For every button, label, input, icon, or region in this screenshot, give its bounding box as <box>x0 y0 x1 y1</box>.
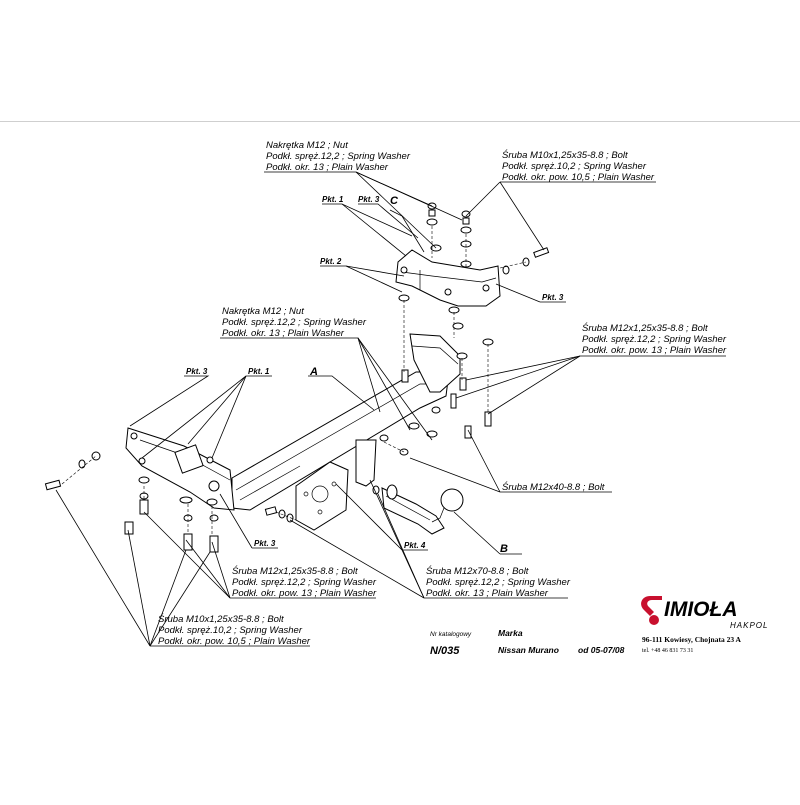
bolt-left-bottom-line2: Podkł. spręż.10,2 ; Spring Washer <box>158 625 303 636</box>
brand-phone: tel. +48 46 831 73 31 <box>642 648 693 654</box>
catalog-number: N/035 <box>430 645 460 657</box>
bolt-70-line3: Podkł. okr. 13 ; Plain Washer <box>426 588 549 599</box>
pkt3-bottom: Pkt. 3 <box>254 539 276 548</box>
pkt3-top: Pkt. 3 <box>358 195 380 204</box>
right-hanger <box>409 333 461 393</box>
bolt-40-label: Śruba M12x40-8.8 ; Bolt <box>502 481 605 493</box>
top-divider <box>0 121 800 122</box>
pkt4: Pkt. 4 <box>404 541 426 550</box>
brand-name: IMIOŁA <box>664 598 738 621</box>
pkt1-left: Pkt. 1 <box>248 367 270 376</box>
pkt1-top: Pkt. 1 <box>322 195 344 204</box>
catalog-block: Nr katalogowy Marka N/035 Nissan Murano … <box>430 628 625 657</box>
bolt-70-line1: Śruba M12x70-8.8 ; Bolt <box>426 565 529 577</box>
bolt-mid-right-line3: Podkł. okr. pow. 13 ; Plain Washer <box>582 345 727 356</box>
catalog-model: Nissan Murano <box>498 645 559 655</box>
brand-sub: HAKPOL <box>730 621 768 630</box>
bolt-mid-right-line2: Podkł. spręż.12,2 ; Spring Washer <box>582 334 727 345</box>
nut-mid-line3: Podkł. okr. 13 ; Plain Washer <box>222 328 345 339</box>
catalog-nr-label: Nr katalogowy <box>430 631 472 638</box>
nut-top-line1: Nakrętka M12 ; Nut <box>266 140 348 151</box>
bolt-top-right-line1: Śruba M10x1,25x35-8.8 ; Bolt <box>502 149 628 161</box>
nut-mid-line1: Nakrętka M12 ; Nut <box>222 306 304 317</box>
hook-ball-icon <box>649 615 659 625</box>
label-b: B <box>500 543 508 555</box>
bolt-top-right-line2: Podkł. spręż.10,2 ; Spring Washer <box>502 161 647 172</box>
tow-ball <box>440 488 464 512</box>
leader-lines <box>55 171 726 647</box>
nut-top-line2: Podkł. spręż.12,2 ; Spring Washer <box>266 151 411 162</box>
assembly-axes <box>61 226 527 536</box>
bolt-left-mid-line1: Śruba M12x1,25x35-8.8 ; Bolt <box>232 565 358 577</box>
towbar-parts <box>125 249 501 535</box>
point-callouts: Pkt. 1 Pkt. 3 C Pkt. 2 Pkt. 3 Pkt. 3 Pkt… <box>186 195 564 555</box>
center-hanger <box>355 439 377 487</box>
brand-address: 96-111 Kowiesy, Chojnata 23 A <box>642 635 742 644</box>
nut-top-line3: Podkł. okr. 13 ; Plain Washer <box>266 162 389 173</box>
brand-logo: IMIOŁA HAKPOL 96-111 Kowiesy, Chojnata 2… <box>641 596 768 654</box>
bolt-left-bottom-line3: Podkł. okr. pow. 10,5 ; Plain Washer <box>158 636 311 647</box>
pkt2: Pkt. 2 <box>320 257 342 266</box>
bolt-top-right-line3: Podkł. okr. pow. 10,5 ; Plain Washer <box>502 172 655 183</box>
bolt-left-bottom-line1: Śruba M10x1,25x35-8.8 ; Bolt <box>158 613 284 625</box>
pkt3-left: Pkt. 3 <box>186 367 208 376</box>
bolt-70-line2: Podkł. spręż.12,2 ; Spring Washer <box>426 577 571 588</box>
part-labels: Nakrętka M12 ; Nut Podkł. spręż.12,2 ; S… <box>158 140 727 647</box>
bolt-left-mid-line3: Podkł. okr. pow. 13 ; Plain Washer <box>232 588 377 599</box>
catalog-years: od 05-07/08 <box>578 645 625 655</box>
label-a: A <box>309 366 318 378</box>
nut-mid-line2: Podkł. spręż.12,2 ; Spring Washer <box>222 317 367 328</box>
hook-icon <box>641 596 662 616</box>
catalog-marka-label: Marka <box>498 628 523 638</box>
fasteners <box>44 202 550 553</box>
pkt3-right: Pkt. 3 <box>542 293 564 302</box>
bolt-left-mid-line2: Podkł. spręż.12,2 ; Spring Washer <box>232 577 377 588</box>
bolt-mid-right-line1: Śruba M12x1,25x35-8.8 ; Bolt <box>582 322 708 334</box>
label-c: C <box>390 195 399 207</box>
